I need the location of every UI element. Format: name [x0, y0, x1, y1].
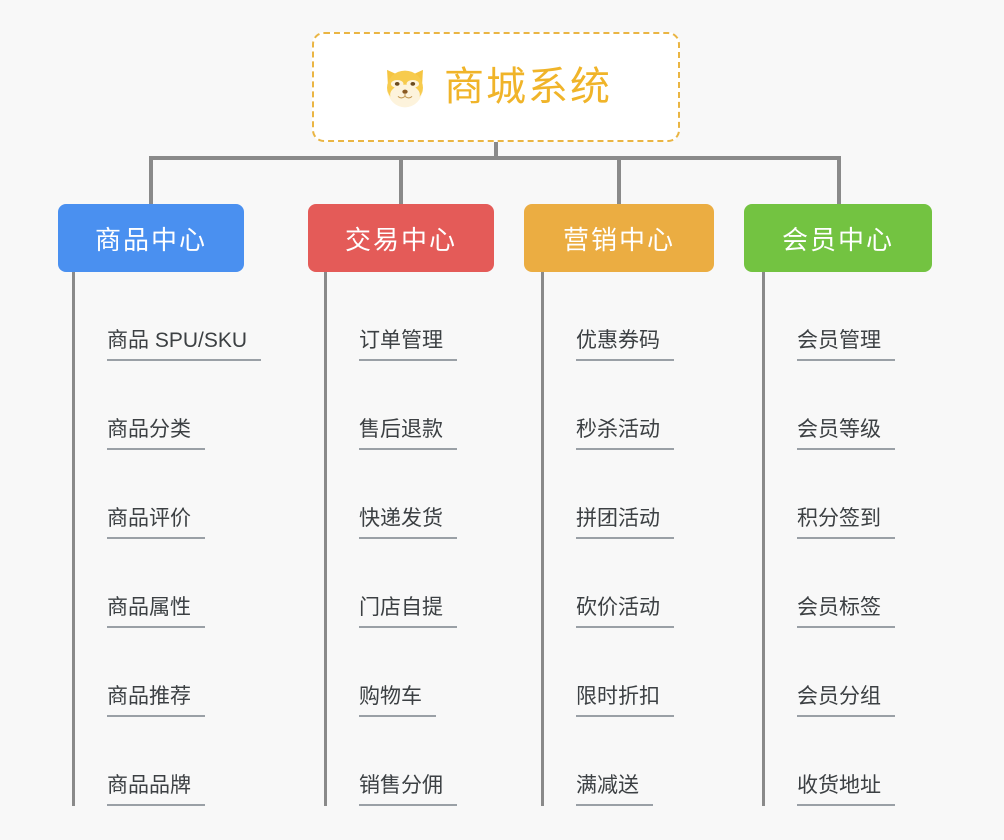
- connector-drop-0: [149, 156, 153, 204]
- leaf-label: 快递发货: [359, 507, 457, 539]
- leaf-label: 会员标签: [797, 596, 895, 628]
- leaf-item[interactable]: 优惠券码: [544, 272, 764, 361]
- leaf-label: 积分签到: [797, 507, 895, 539]
- branch-column-product-center: 商品中心 商品 SPU/SKU 商品分类 商品评价 商品属性 商品推荐 商品品牌: [58, 204, 298, 806]
- leaf-item[interactable]: 会员管理: [765, 272, 984, 361]
- root-node-label: 商城系统: [444, 65, 612, 109]
- category-label: 会员中心: [781, 224, 894, 255]
- connector-drop-1: [399, 156, 403, 204]
- connector-drop-3: [837, 156, 841, 204]
- leaf-label: 砍价活动: [576, 596, 674, 628]
- leaf-label: 会员管理: [797, 329, 895, 361]
- branch-column-member-center: 会员中心 会员管理 会员等级 积分签到 会员标签 会员分组 收货地址: [744, 204, 984, 806]
- leaf-item[interactable]: 秒杀活动: [544, 361, 764, 450]
- leaf-list-marketing-center: 优惠券码 秒杀活动 拼团活动 砍价活动 限时折扣 满减送: [541, 272, 764, 806]
- leaf-label: 售后退款: [359, 418, 457, 450]
- leaf-list-product-center: 商品 SPU/SKU 商品分类 商品评价 商品属性 商品推荐 商品品牌: [72, 272, 298, 806]
- leaf-label: 满减送: [576, 774, 653, 806]
- leaf-label: 收货地址: [797, 774, 895, 806]
- leaf-label: 优惠券码: [576, 329, 674, 361]
- leaf-label: 限时折扣: [576, 685, 674, 717]
- connector-bus-bar: [149, 156, 841, 160]
- connector-drop-2: [617, 156, 621, 204]
- leaf-item[interactable]: 会员分组: [765, 628, 984, 717]
- category-box-product-center[interactable]: 商品中心: [58, 204, 244, 272]
- leaf-label: 商品推荐: [107, 685, 205, 717]
- leaf-item[interactable]: 快递发货: [327, 450, 548, 539]
- leaf-item[interactable]: 会员等级: [765, 361, 984, 450]
- leaf-item[interactable]: 收货地址: [765, 717, 984, 806]
- leaf-item[interactable]: 门店自提: [327, 539, 548, 628]
- leaf-label: 销售分佣: [359, 774, 457, 806]
- category-box-trade-center[interactable]: 交易中心: [308, 204, 494, 272]
- category-label: 交易中心: [344, 224, 457, 255]
- leaf-item[interactable]: 商品推荐: [75, 628, 298, 717]
- leaf-item[interactable]: 商品品牌: [75, 717, 298, 806]
- leaf-item[interactable]: 商品评价: [75, 450, 298, 539]
- leaf-item[interactable]: 商品 SPU/SKU: [75, 272, 298, 361]
- leaf-label: 商品评价: [107, 507, 205, 539]
- branch-column-marketing-center: 营销中心 优惠券码 秒杀活动 拼团活动 砍价活动 限时折扣 满减送: [524, 204, 764, 806]
- leaf-item[interactable]: 商品分类: [75, 361, 298, 450]
- leaf-item[interactable]: 销售分佣: [327, 717, 548, 806]
- leaf-label: 购物车: [359, 685, 436, 717]
- branch-column-trade-center: 交易中心 订单管理 售后退款 快递发货 门店自提 购物车 销售分佣: [308, 204, 548, 806]
- leaf-item[interactable]: 拼团活动: [544, 450, 764, 539]
- category-label: 商品中心: [94, 224, 207, 255]
- leaf-label: 商品 SPU/SKU: [107, 329, 262, 361]
- leaf-list-member-center: 会员管理 会员等级 积分签到 会员标签 会员分组 收货地址: [762, 272, 984, 806]
- leaf-item[interactable]: 积分签到: [765, 450, 984, 539]
- leaf-label: 商品分类: [107, 418, 205, 450]
- shiba-dog-face-icon: [380, 62, 430, 112]
- leaf-item[interactable]: 砍价活动: [544, 539, 764, 628]
- leaf-list-trade-center: 订单管理 售后退款 快递发货 门店自提 购物车 销售分佣: [324, 272, 548, 806]
- leaf-item[interactable]: 满减送: [544, 717, 764, 806]
- category-box-marketing-center[interactable]: 营销中心: [524, 204, 714, 272]
- leaf-item[interactable]: 商品属性: [75, 539, 298, 628]
- leaf-label: 会员等级: [797, 418, 895, 450]
- leaf-item[interactable]: 会员标签: [765, 539, 984, 628]
- leaf-item[interactable]: 限时折扣: [544, 628, 764, 717]
- leaf-item[interactable]: 订单管理: [327, 272, 548, 361]
- leaf-label: 秒杀活动: [576, 418, 674, 450]
- leaf-item[interactable]: 购物车: [327, 628, 548, 717]
- category-label: 营销中心: [562, 224, 675, 255]
- connector-root-stem: [494, 142, 498, 158]
- leaf-label: 门店自提: [359, 596, 457, 628]
- leaf-item[interactable]: 售后退款: [327, 361, 548, 450]
- category-box-member-center[interactable]: 会员中心: [744, 204, 932, 272]
- leaf-label: 拼团活动: [576, 507, 674, 539]
- leaf-label: 订单管理: [359, 329, 457, 361]
- root-node-mall-system[interactable]: 商城系统: [312, 32, 680, 142]
- leaf-label: 会员分组: [797, 685, 895, 717]
- leaf-label: 商品品牌: [107, 774, 205, 806]
- leaf-label: 商品属性: [107, 596, 205, 628]
